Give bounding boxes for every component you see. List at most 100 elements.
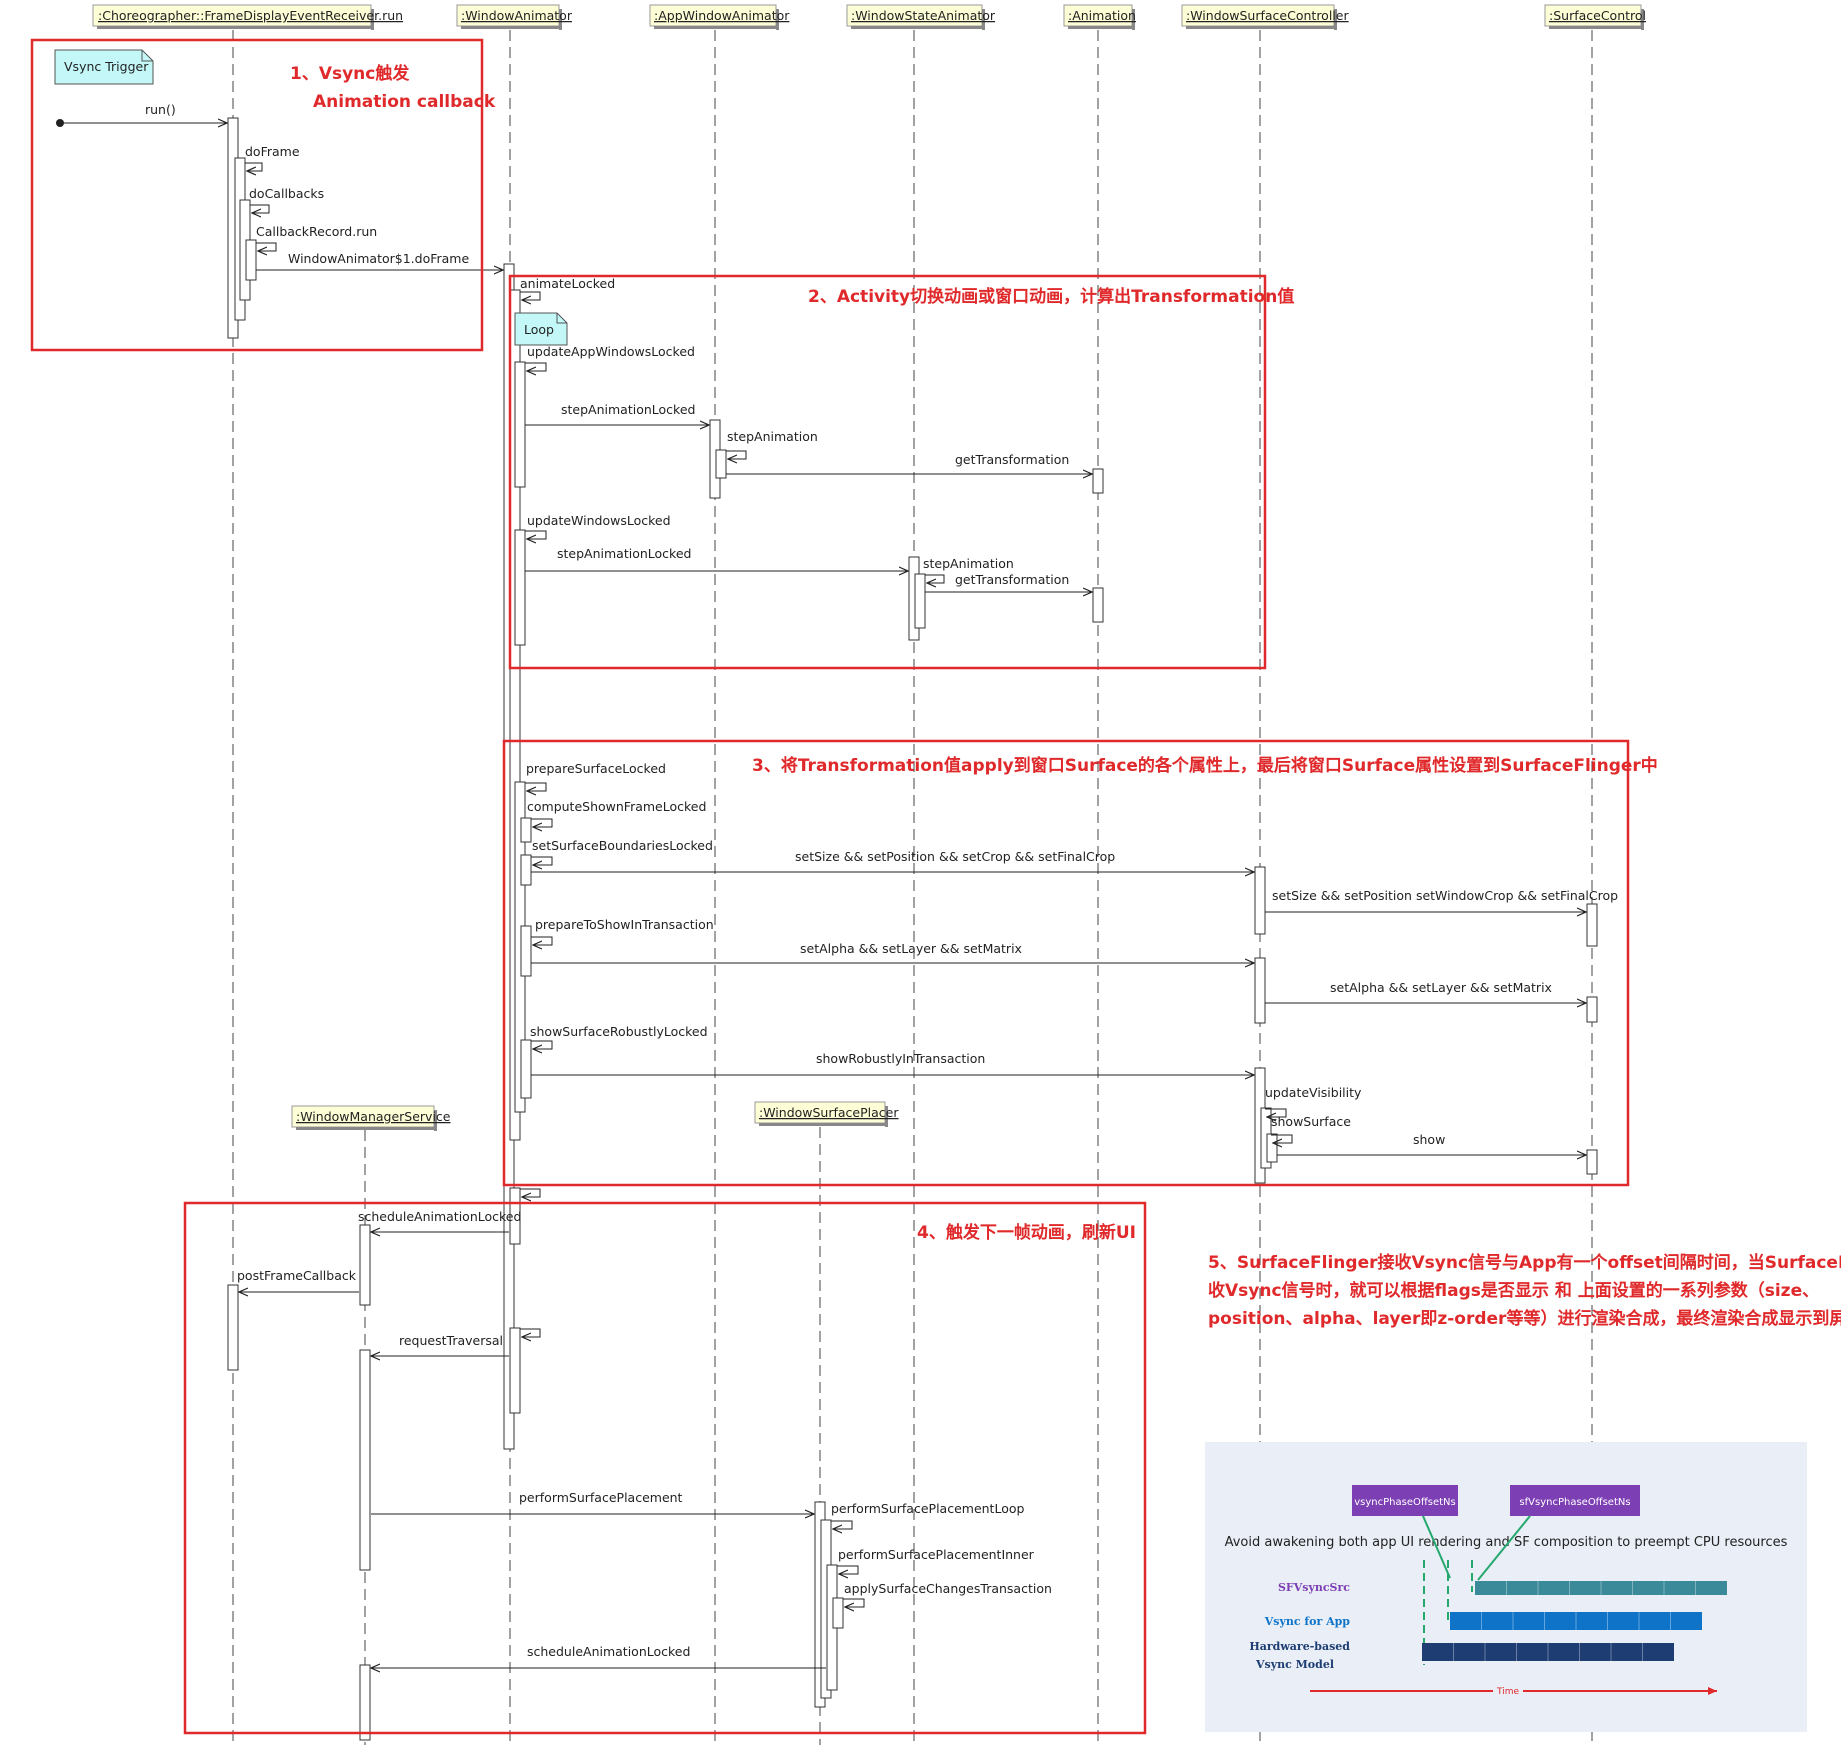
participant-label: :AppWindowAnimator [654,8,790,23]
participant-label: :WindowManagerService [296,1109,451,1124]
activation-bar [1254,957,1266,1024]
activation-bars [227,117,1598,1741]
msg-label: showSurface [1271,1114,1351,1129]
msg-label: setSurfaceBoundariesLocked [532,838,713,853]
participant-label: :Animation [1068,8,1136,23]
note-text: Loop [524,322,554,337]
annotation-1-line1: 1、Vsync触发 [290,63,410,84]
msg-label: setSize && setPosition setWindowCrop && … [1272,888,1618,903]
arrow-preparesurface [525,782,547,791]
participant-window-surface-controller: :WindowSurfaceController [1181,4,1349,30]
activation-bar [359,1664,371,1741]
msg-label: setSize && setPosition && setCrop && set… [795,849,1115,864]
annotations: 1、Vsync触发 Animation callback 2、Activity切… [290,63,1841,1329]
participant-window-animator: :WindowAnimator [456,4,573,30]
participant-label: :WindowSurfacePlacer [759,1105,899,1120]
note-loop: Loop [514,312,568,346]
msg-label: updateAppWindowsLocked [527,344,695,359]
frame-section-1 [30,38,484,352]
annotation-3: 3、将Transformation值apply到窗口Surface的各个属性上，… [752,755,1658,776]
activation-bar [520,1039,532,1099]
arrow-showsurfacerobustly [531,1040,553,1049]
tag-label: vsyncPhaseOffsetNs [1354,1497,1455,1508]
annotation-5-line3: position、alpha、layer即z-order等等）进行渲染合成，最终… [1208,1308,1841,1329]
annotation-2: 2、Activity切换动画或窗口动画，计算出Transformation值 [808,286,1294,307]
activation-bar [1266,1133,1278,1163]
participant-window-state-animator: :WindowStateAnimator [846,4,996,30]
activation-bar [1586,1149,1598,1175]
msg-label: scheduleAnimationLocked [358,1209,521,1224]
msg-label: getTransformation [955,452,1069,467]
msg-label: CallbackRecord.run [256,224,377,239]
msg-label: stepAnimationLocked [561,402,695,417]
participant-label: :WindowSurfaceController [1186,8,1349,23]
participant-app-window-animator: :AppWindowAnimator [649,4,790,30]
activation-bar [1092,587,1104,623]
arrow-placementloop [831,1520,853,1529]
annotation-1-line2: Animation callback [313,92,496,112]
activation-bar [509,1187,521,1245]
frame-section-3 [502,739,1630,1187]
arrow-self-window-animator [520,1188,541,1197]
msg-label: run() [145,102,176,117]
activation-bar [509,289,521,1141]
inset-title: Avoid awakening both app UI rendering an… [1225,1535,1788,1550]
tag-sf-vsync-phase-offset [1510,1485,1640,1516]
row-label-sfvsyncsrc: SFVsyncSrc [1278,1581,1350,1594]
msg-label: applySurfaceChangesTransaction [844,1581,1052,1596]
note-vsync-trigger: Vsync Trigger [54,49,154,85]
msg-label: animateLocked [520,276,615,291]
arrow-showsurface [1271,1134,1293,1143]
row-label-vsync-model: Vsync Model [1255,1658,1334,1671]
arrow-updatewindows [525,530,547,539]
msg-label: updateVisibility [1265,1085,1362,1100]
message-labels: run() doFrame doCallbacks CallbackRecord… [145,102,1618,1659]
activation-bar [520,854,532,886]
vsync-offset-inset: vsyncPhaseOffsetNs sfVsyncPhaseOffsetNs … [1205,1442,1807,1732]
row-label-hardware-based: Hardware-based [1249,1640,1350,1653]
activation-bar [1092,468,1104,494]
arrow-computeshownframe [531,818,553,827]
arrow-animatelocked [520,291,541,300]
bar-hardware-vsync [1422,1643,1674,1661]
arrow-updatevisibility [1265,1108,1287,1117]
activation-bar [520,817,532,843]
msg-label: updateWindowsLocked [527,513,671,528]
arrow-applysurfacechanges [843,1598,865,1607]
arrow-stepanimation-2 [925,574,945,583]
activation-bar [914,573,926,629]
frame-section-2 [508,274,1267,670]
participant-label: :WindowAnimator [461,8,573,23]
guide-line [1422,1515,1451,1579]
red-frames [30,38,1630,1735]
arrow-preparetoshow [531,936,553,945]
msg-label: postFrameCallback [237,1268,357,1283]
activation-bar [514,361,526,488]
arrow-callbackrecord [256,242,277,251]
activation-bar [832,1597,844,1629]
msg-label: showRobustlyInTransaction [816,1051,985,1066]
participant-choreographer: :Choreographer::FrameDisplayEventReceive… [92,4,403,30]
arrow-stepanimation-1 [726,450,747,459]
msg-label: WindowAnimator$1.doFrame [288,251,469,266]
activation-bar [1586,903,1598,947]
participant-window-manager-service: :WindowManagerService [291,1105,451,1131]
msg-label: prepareSurfaceLocked [526,761,666,776]
arrow-self-window-animator-2 [520,1328,541,1337]
activation-bar [509,1327,521,1414]
tag-label: sfVsyncPhaseOffsetNs [1519,1497,1630,1508]
activation-bar [227,1284,239,1371]
msg-label: setAlpha && setLayer && setMatrix [800,941,1022,956]
activation-bar [1254,866,1266,935]
activation-bar [520,925,532,977]
arrow-doframe [245,162,263,171]
bar-vsync-for-app [1450,1612,1702,1630]
annotation-5-line2: 收Vsync信号时，就可以根据flags是否显示 和 上面设置的一系列参数（si… [1208,1280,1819,1301]
annotation-5-line1: 5、SurfaceFlinger接收Vsync信号与App有一个offset间隔… [1208,1252,1841,1273]
activation-bar [359,1224,371,1306]
message-arrows [62,123,1586,1668]
tag-vsync-phase-offset [1352,1485,1458,1516]
msg-label: doCallbacks [249,186,324,201]
msg-label: show [1413,1132,1445,1147]
